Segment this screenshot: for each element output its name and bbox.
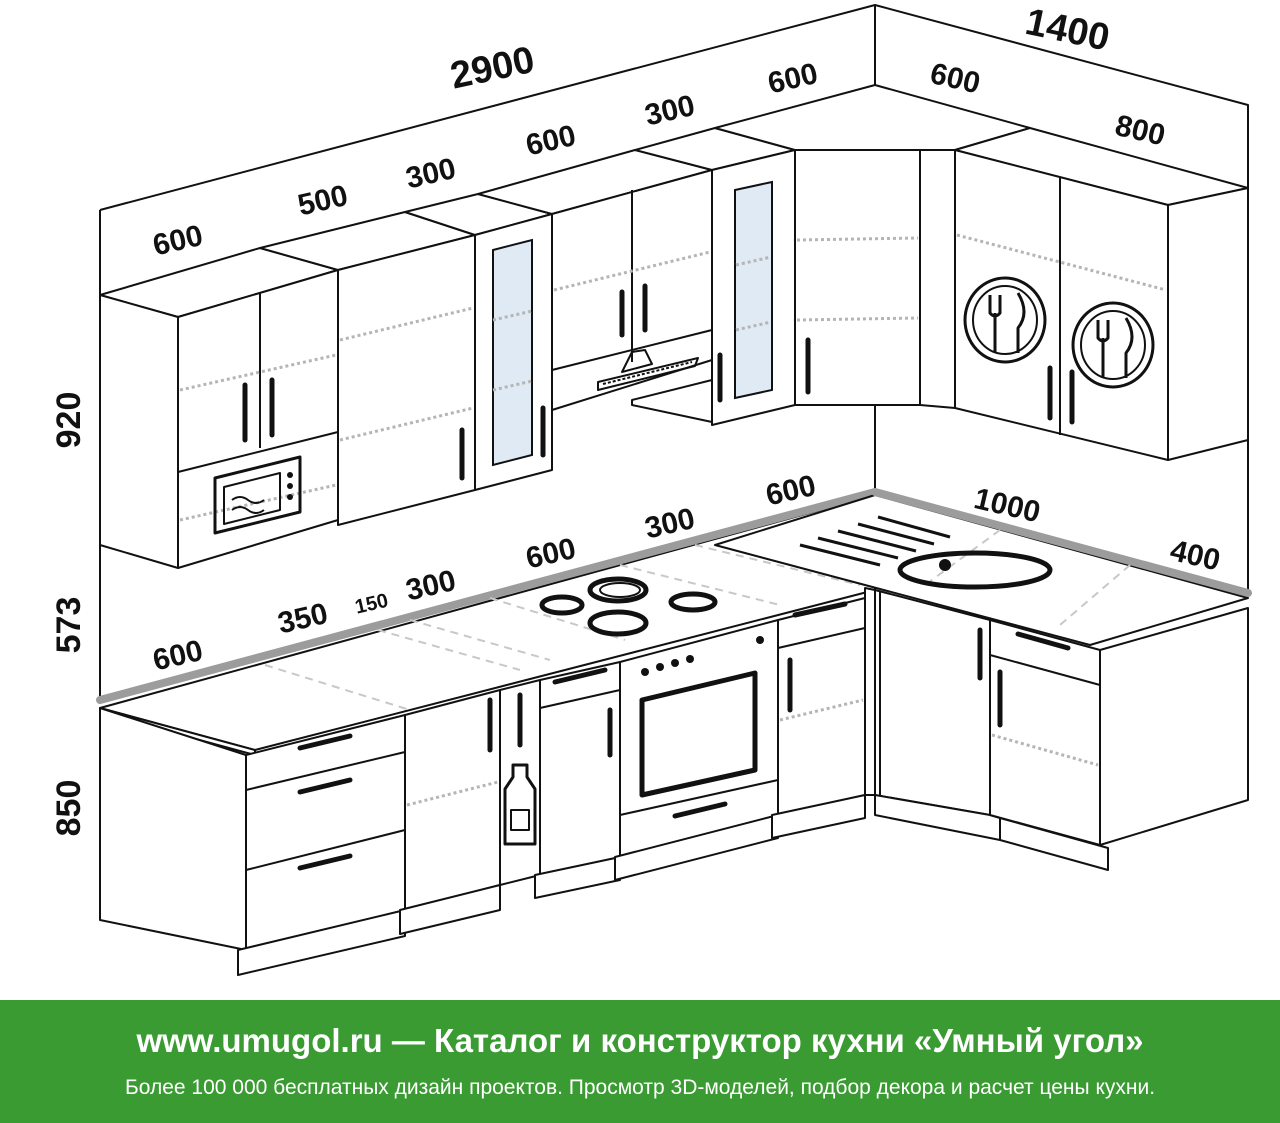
footer-subline: Более 100 000 бесплатных дизайн проектов…: [124, 1076, 1156, 1099]
dim-upper-500: 500: [295, 179, 351, 222]
kitchen-diagram: 2900 1400 600 500 300 600 300 600 600 80…: [50, 1, 1252, 976]
upper-corner-cabinet: [714, 84, 1031, 409]
base-cabinet-150-bottle: [499, 679, 541, 886]
dim-counter-150: 150: [353, 590, 390, 619]
upper-cabinet-300-glass: [404, 193, 553, 491]
plate-cutlery-icon: [963, 276, 1047, 364]
microwave-icon: [213, 455, 302, 535]
upper-cabinet-500: [259, 211, 476, 526]
dim-upper-300-a: 300: [403, 152, 459, 195]
glass-door-panel: [734, 180, 773, 400]
dim-height-gap: 573: [50, 597, 88, 654]
dim-counter-350: 350: [275, 597, 331, 640]
base-corner-cabinet: [864, 587, 1001, 841]
dim-upper-600-c: 600: [765, 57, 821, 100]
footer-headline[interactable]: www.umugol.ru — Каталог и конструктор ку…: [136, 1022, 1144, 1059]
dim-counter-300-a: 300: [403, 564, 459, 607]
base-cabinet-300: [534, 661, 621, 899]
base-cabinet-300-corner-left: [771, 597, 866, 839]
footer-banner: www.umugol.ru — Каталог и конструктор ку…: [0, 1000, 1280, 1123]
base-cabinet-350: [399, 689, 501, 935]
dim-total-upper-right: 1400: [1022, 1, 1113, 60]
upper-cabinet-600-microwave: [99, 247, 339, 569]
upper-cabinet-800-plates: [954, 127, 1249, 461]
bottle-icon: [503, 763, 537, 846]
dim-height-base: 850: [50, 780, 88, 837]
upper-cabinet-300-glass-corner: [631, 127, 796, 426]
base-cabinet-600-oven: [614, 619, 779, 881]
sink-icon: [799, 515, 1053, 590]
dim-upper-right-600: 600: [927, 57, 983, 100]
cooktop-icon: [539, 576, 718, 637]
glass-door-panel: [492, 238, 533, 467]
dim-upper-300-b: 300: [642, 89, 698, 132]
dim-height-upper: 920: [50, 392, 88, 449]
base-cabinet-600-drawers: [99, 707, 406, 976]
dim-counter-600-b: 600: [523, 532, 579, 575]
oven-icon: [639, 636, 764, 798]
cooker-hood-icon: [597, 349, 699, 391]
dim-upper-right-800: 800: [1112, 109, 1168, 152]
dim-total-upper-left: 2900: [447, 39, 538, 98]
dim-upper-600-a: 600: [150, 219, 206, 262]
plate-cutlery-icon: [1071, 301, 1155, 389]
base-cabinet-400-right: [989, 607, 1249, 871]
dim-upper-600-b: 600: [523, 119, 579, 162]
upper-cabinet-600-hood: [477, 149, 713, 411]
